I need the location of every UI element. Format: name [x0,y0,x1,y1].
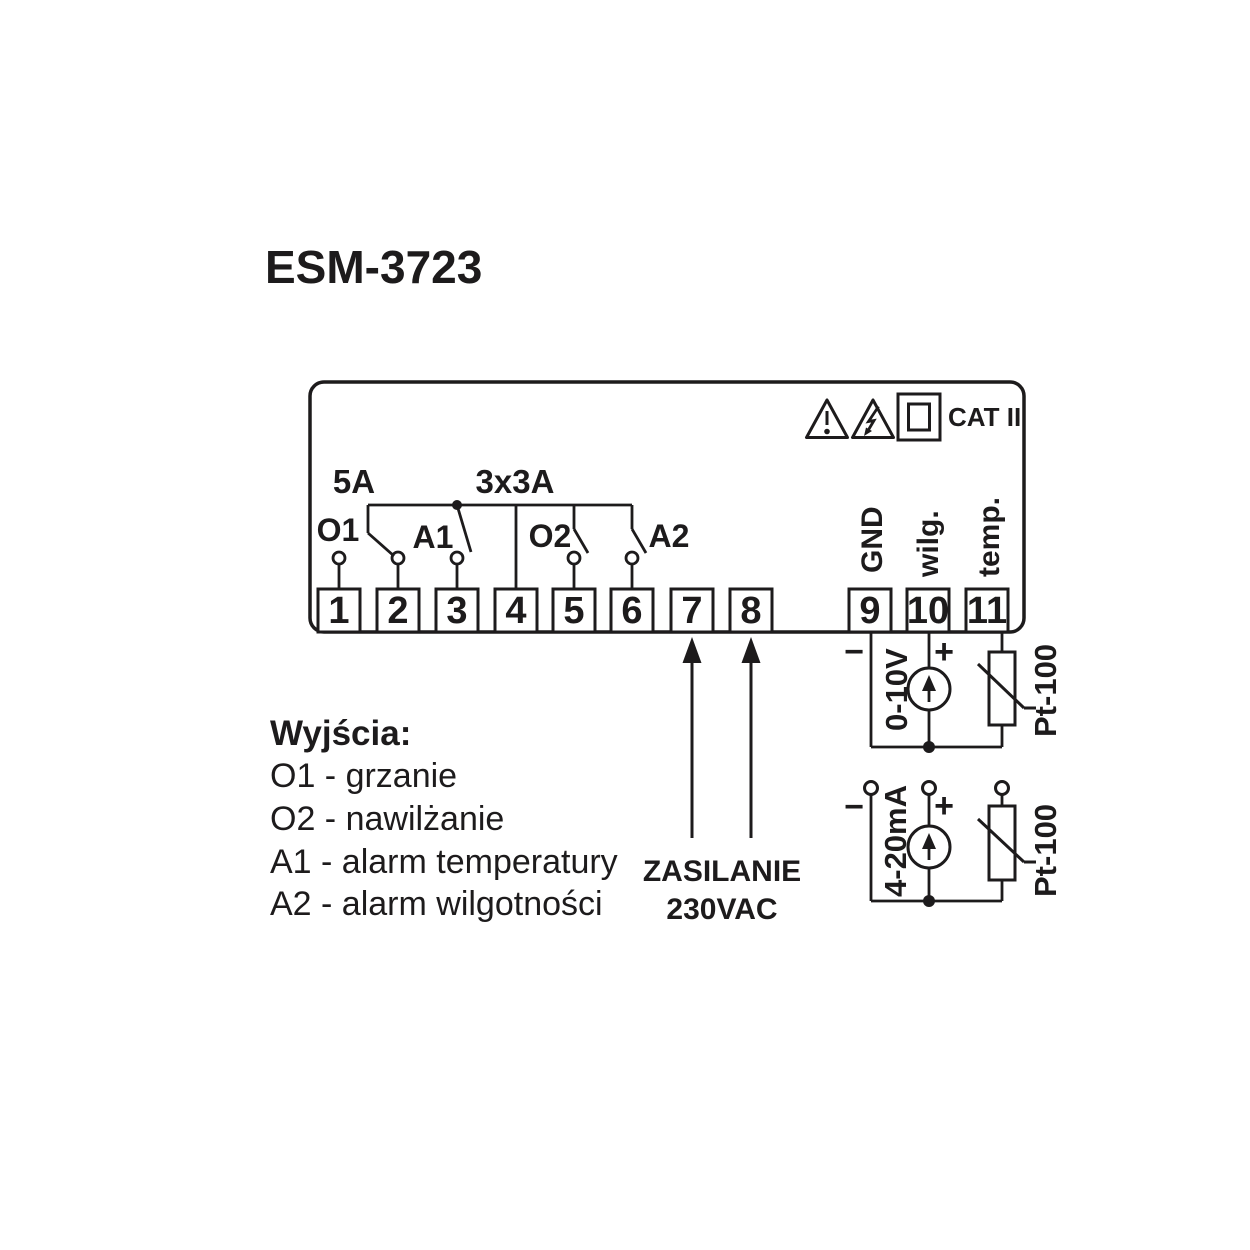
output-o1-label: O1 [317,512,360,548]
device: CAT II 5A 3x3A [308,380,1026,634]
terminal-number-5: 5 [563,590,584,632]
polarity-plus: + [934,787,954,825]
terminal-box-1 [316,587,362,634]
power-arrow-terminal-7 [682,637,702,838]
terminal-number-11: 11 [967,590,1007,632]
legend-item-o1: O1 - grzanie [270,757,457,795]
rating-5a-label: 5A [333,463,375,500]
terminal-number-8: 8 [740,590,761,632]
polarity-minus: − [844,788,864,826]
power-arrow-terminal-8 [741,637,761,838]
pt100-label: Pt-100 [1028,644,1063,737]
sensor-circuit-4-20ma: − + 4-20mA Pt-100 [844,780,1063,907]
polarity-plus: + [934,633,954,671]
output-a2-label: A2 [649,518,690,554]
power-label-line1: ZASILANIE [643,855,801,888]
output-a1-label: A1 [413,519,454,555]
cat-rating-label: CAT II [948,402,1021,432]
sensor-circuit-0-10v: − + 0-10V Pt-100 [844,632,1063,753]
terminal-number-7: 7 [681,590,702,632]
warning-triangle-icon [805,398,849,439]
terminal-box-8 [728,587,774,634]
device-outline [308,380,1026,634]
terminal-number-6: 6 [621,590,642,632]
page-title: ESM-3723 [265,241,482,293]
outputs-legend: Wyjścia: O1 - grzanie O2 - nawilżanie A1… [270,714,618,923]
terminal-number-10: 10 [907,590,949,632]
terminal-number-4: 4 [505,590,526,632]
signal-range-label: 0-10V [879,648,914,731]
terminal-box-11 [964,587,1010,634]
terminal-gnd-label: GND [856,506,889,573]
polarity-minus: − [844,633,864,671]
terminal-box-7 [669,587,715,634]
terminal-box-3 [434,587,480,634]
legend-item-a1: A1 - alarm temperatury [270,843,618,881]
pt100-label: Pt-100 [1028,804,1063,897]
signal-range-label: 4-20mA [878,785,913,897]
rating-3x3a-label: 3x3A [476,463,555,500]
power-label-line2: 230VAC [666,893,777,926]
terminal-number-9: 9 [859,590,880,632]
terminal-number-1: 1 [328,590,349,632]
relay-contacts [331,500,648,589]
terminal-box-2 [375,587,421,634]
output-o2-label: O2 [529,518,572,554]
legend-heading: Wyjścia: [270,714,411,753]
terminal-number-2: 2 [387,590,408,632]
terminal-wilg-label: wilg. [912,510,945,578]
terminal-box-6 [609,587,655,634]
legend-item-o2: O2 - nawilżanie [270,800,504,838]
terminal-box-5 [551,587,597,634]
class-ii-insulation-icon [896,392,942,442]
terminal-number-3: 3 [446,590,467,632]
power-supply: ZASILANIE 230VAC [643,637,801,926]
legend-item-a2: A2 - alarm wilgotności [270,885,603,923]
terminal-temp-label: temp. [973,497,1006,577]
terminal-box-4 [493,587,539,634]
high-voltage-triangle-icon [851,398,895,439]
terminal-row: 1 2 3 4 5 6 7 8 9 10 11 [316,587,1010,634]
